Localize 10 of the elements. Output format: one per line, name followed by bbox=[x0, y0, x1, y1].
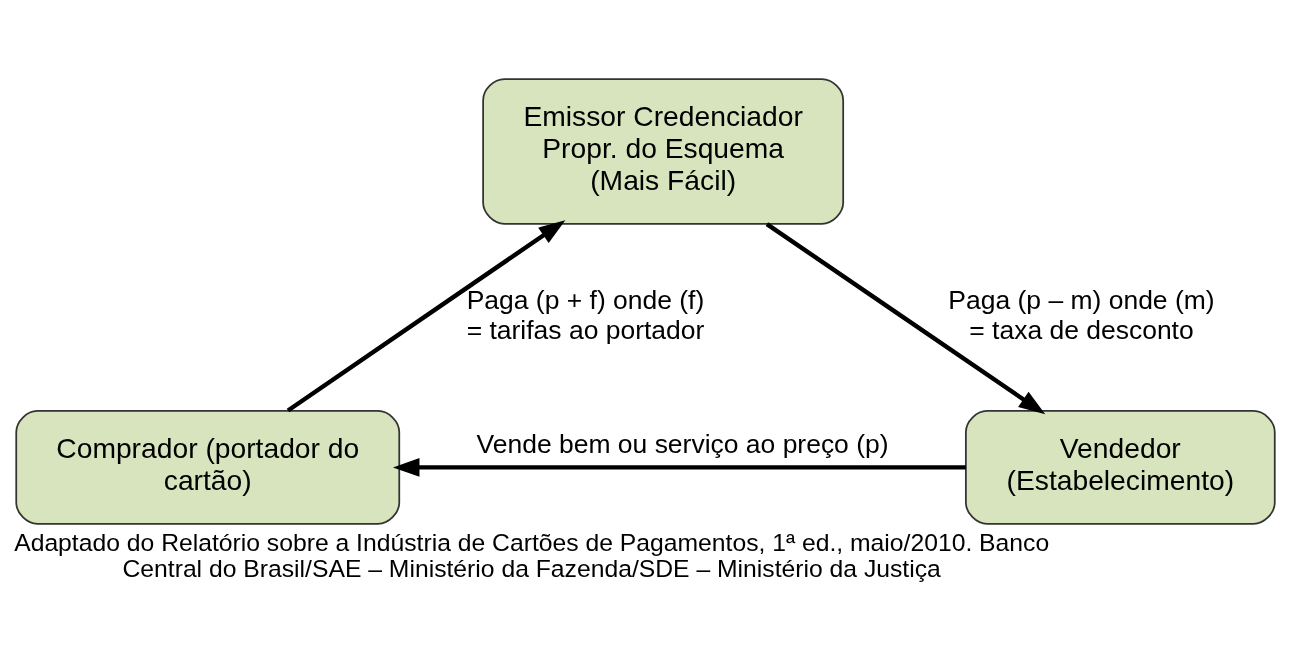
edge-label: Vende bem ou serviço ao preço (p) bbox=[476, 429, 889, 460]
node-box: Vendedor (Estabelecimento) bbox=[965, 410, 1276, 525]
arrow bbox=[392, 458, 966, 477]
edge-label: Paga (p + f) onde (f) = tarifas ao portador bbox=[466, 284, 705, 345]
arrow bbox=[765, 222, 1046, 415]
node-box: Comprador (portador do cartão) bbox=[15, 410, 401, 525]
arrow bbox=[286, 220, 566, 413]
edge-label: Paga (p – m) onde (m) = taxa de desconto bbox=[948, 284, 1215, 345]
node-box: Emissor Credenciador Propr. do Esquema (Mais Fácil) bbox=[482, 78, 845, 225]
caption: Adaptado do Relatório sobre a Indústria de Cartões de Pagamentos, 1ª ed., maio/2010. Banco Central do Brasil/SAE – Ministério da Fazenda/SDE – Ministério da Justiça bbox=[14, 528, 1050, 583]
